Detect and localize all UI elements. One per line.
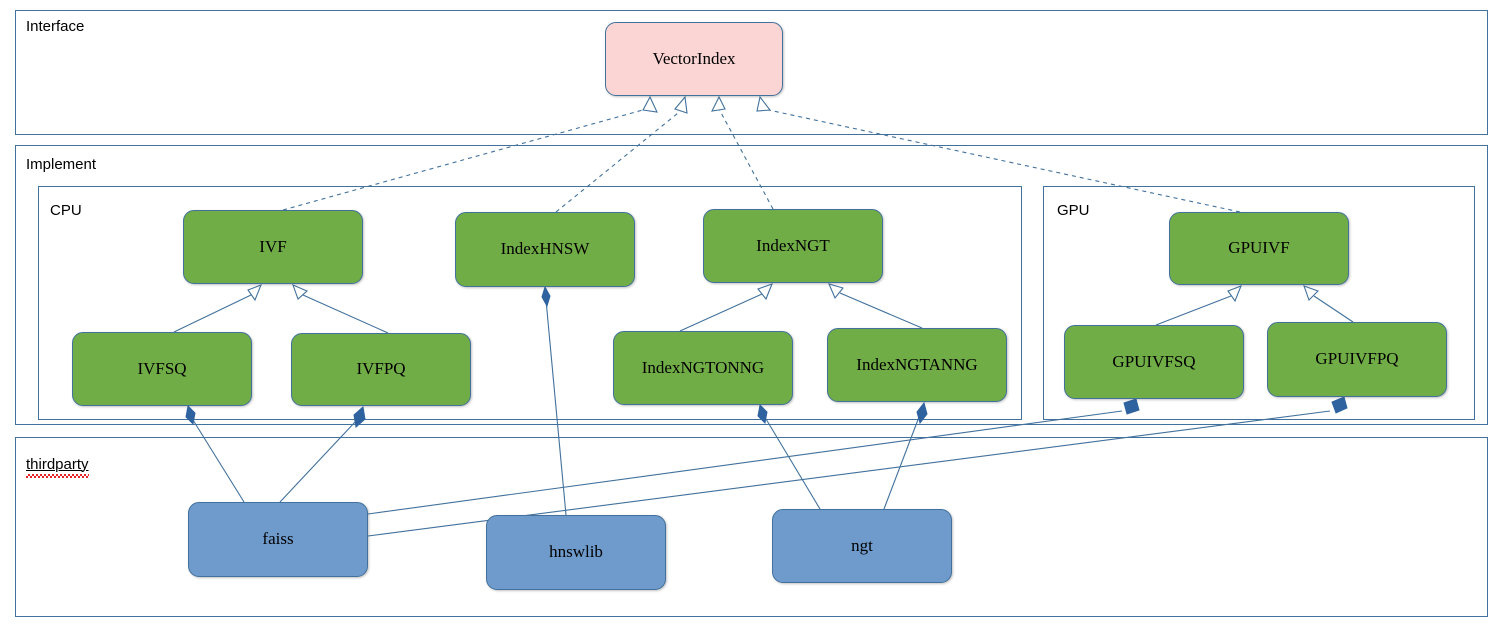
node-hnswlib[interactable]: hnswlib: [486, 515, 666, 590]
node-label-hnswlib: hnswlib: [549, 542, 603, 562]
edge-vectorindex-gpuivf: [756, 95, 1241, 213]
frame-label-interface: Interface: [26, 18, 85, 35]
node-vectorindex[interactable]: VectorIndex: [605, 22, 783, 96]
edge-ivf-ivfsq: [173, 284, 262, 333]
node-gpuivfpq[interactable]: GPUIVFPQ: [1267, 322, 1447, 397]
frame-label-implement: Implement: [26, 156, 97, 173]
frame-interface: [15, 10, 1488, 135]
frame-gpu: [1043, 186, 1475, 420]
frame-cpu: [38, 186, 1022, 420]
node-gpuivfsq[interactable]: GPUIVFSQ: [1064, 325, 1244, 399]
frame-label-cpu: CPU: [50, 202, 82, 219]
node-label-ivf: IVF: [259, 236, 287, 256]
node-indexngt[interactable]: IndexNGT: [703, 209, 883, 283]
node-label-gpuivf: GPUIVF: [1228, 238, 1290, 258]
edge-gpuivf-gpuivfpq: [1303, 285, 1354, 323]
node-label-indexngt: IndexNGT: [756, 235, 830, 255]
frame-thirdparty: [15, 437, 1488, 617]
edge-indexngtonng-ngt: [757, 403, 821, 510]
edge-ivfsq-faiss: [185, 404, 245, 503]
edge-ivfpq-faiss: [279, 406, 366, 503]
node-indexngtonng[interactable]: IndexNGTONNG: [613, 331, 793, 405]
edge-indexngtanng-ngt: [883, 401, 928, 510]
node-ivf[interactable]: IVF: [183, 210, 363, 284]
node-label-vectorindex: VectorIndex: [652, 48, 736, 68]
node-label-ivfsq: IVFSQ: [137, 358, 187, 378]
node-label-faiss: faiss: [262, 529, 294, 549]
node-label-indexngtonng: IndexNGTONNG: [641, 357, 765, 377]
node-gpuivf[interactable]: GPUIVF: [1169, 212, 1349, 285]
frame-label-thirdparty: thirdparty: [26, 456, 89, 478]
edge-indexngt-indexngtonng: [679, 283, 773, 332]
node-label-ivfpq: IVFPQ: [356, 359, 406, 379]
edge-indexhnsw-hnswlib: [541, 285, 567, 516]
node-indexngtanng[interactable]: IndexNGTANNG: [827, 328, 1007, 402]
frame-label-gpu: GPU: [1057, 202, 1090, 219]
node-faiss[interactable]: faiss: [188, 502, 368, 577]
edge-ivf-ivfpq: [292, 283, 389, 334]
edge-gpuivf-gpuivfsq: [1155, 285, 1242, 326]
node-label-indexhnsw: IndexHNSW: [500, 239, 590, 259]
node-label-ngt: ngt: [851, 535, 873, 555]
node-label-gpuivfpq: GPUIVFPQ: [1315, 349, 1399, 369]
node-ngt[interactable]: ngt: [772, 509, 952, 583]
node-ivfpq[interactable]: IVFPQ: [291, 333, 471, 406]
edge-vectorindex-indexhnsw: [555, 95, 688, 213]
edge-vectorindex-indexngt: [711, 95, 774, 210]
node-ivfsq[interactable]: IVFSQ: [72, 332, 252, 406]
edge-gpuivfsq-faiss: [367, 398, 1140, 515]
node-label-indexngtanng: IndexNGTANNG: [856, 354, 978, 374]
edge-indexngt-indexngtanng: [828, 283, 923, 329]
node-indexhnsw[interactable]: IndexHNSW: [455, 212, 635, 287]
frame-implement: [15, 145, 1488, 425]
node-label-gpuivfsq: GPUIVFSQ: [1112, 351, 1196, 371]
edge-vectorindex-ivf: [282, 95, 658, 211]
spellcheck-squiggle-icon: [26, 474, 89, 478]
